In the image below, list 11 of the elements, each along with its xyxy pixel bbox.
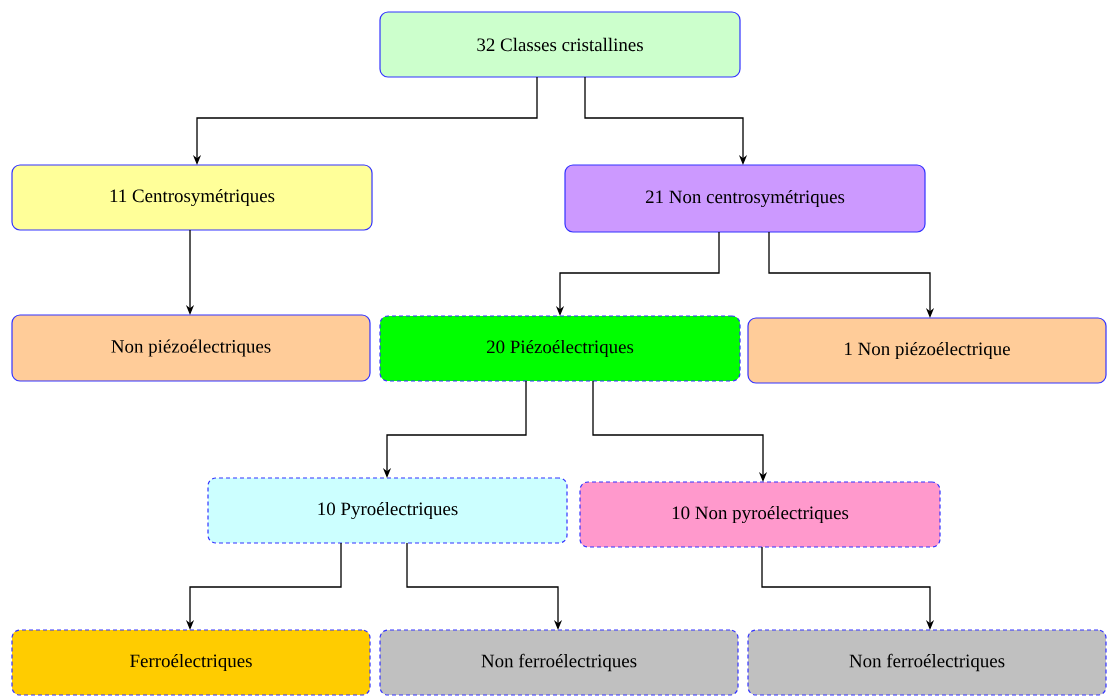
category-box: Non ferroélectriques: [747, 629, 1107, 696]
category-box: Non piézoélectriques: [11, 314, 371, 382]
category-box: 20 Piézoélectriques: [379, 315, 741, 382]
category-box: Non ferroélectriques: [379, 629, 739, 696]
category-box: Ferroélectriques: [11, 629, 371, 696]
category-box: 10 Non pyroélectriques: [579, 481, 941, 548]
category-box: 11 Centrosymétriques: [11, 164, 373, 231]
category-box: 10 Pyroélectriques: [207, 477, 568, 544]
category-box: 1 Non piézoélectrique: [747, 317, 1107, 384]
category-box: 21 Non centrosymétriques: [564, 164, 926, 233]
category-box: 32 Classes cristallines: [379, 11, 741, 78]
